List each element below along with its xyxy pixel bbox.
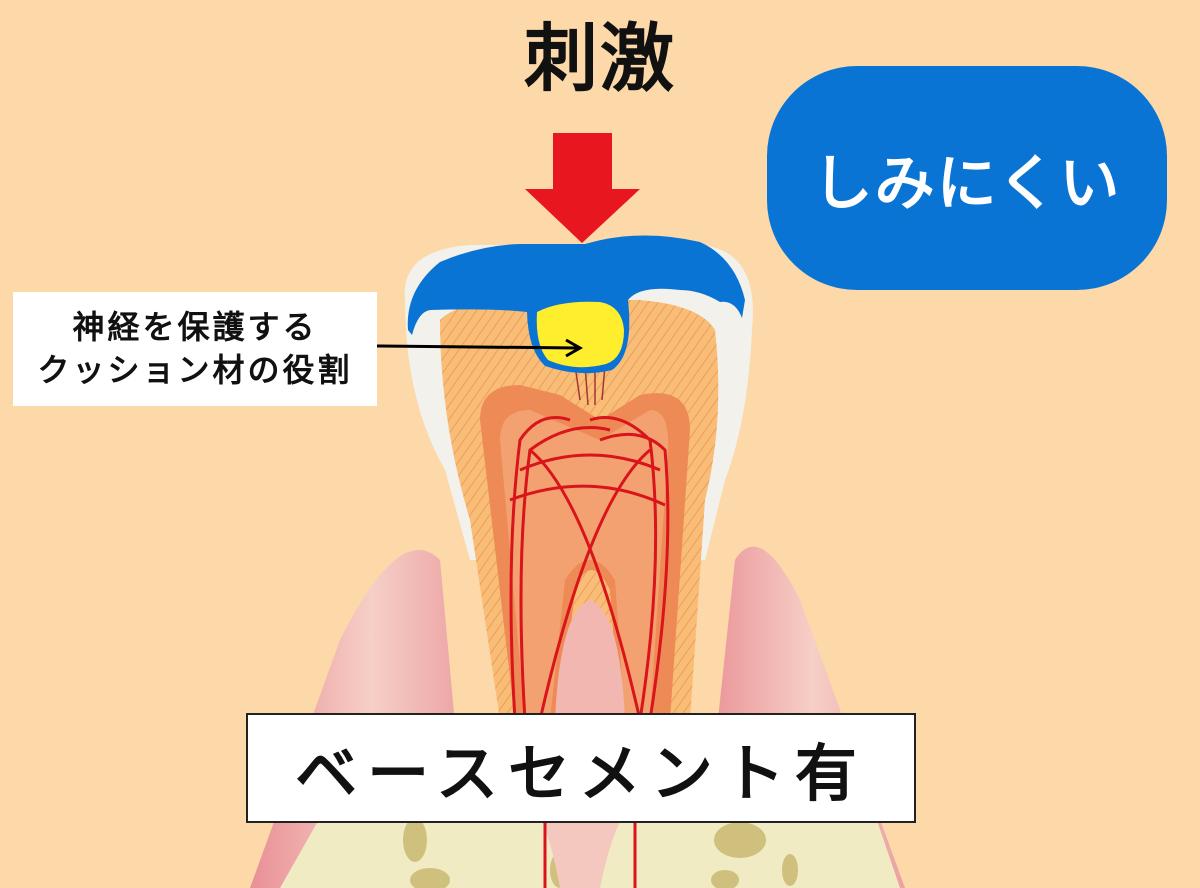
base-cement <box>536 301 624 368</box>
callout-line-2: クッション材の役割 <box>37 351 353 389</box>
main-label-text: ベースセメント有 <box>295 737 867 810</box>
stimulus-title: 刺激 <box>524 16 676 102</box>
callout-box: 神経を保護する クッション材の役割 <box>13 292 377 406</box>
callout-line-1: 神経を保護する <box>72 307 318 346</box>
result-badge: しみにくい <box>767 66 1167 290</box>
nerve-vessels <box>509 416 670 888</box>
arrow-right-icon <box>376 338 584 358</box>
result-badge-label: しみにくい <box>812 148 1122 219</box>
arrow-down-icon <box>525 133 640 243</box>
main-label: ベースセメント有 <box>246 713 916 823</box>
